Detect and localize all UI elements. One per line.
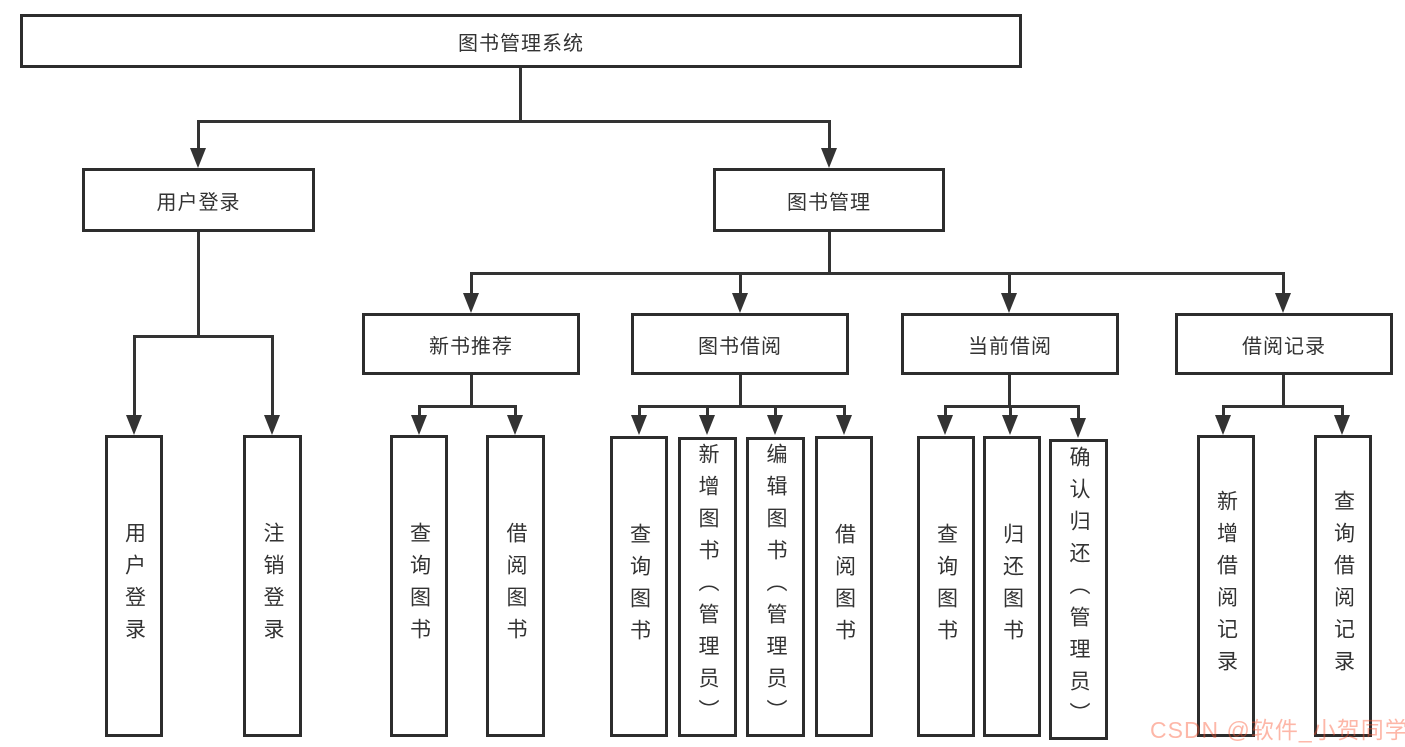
leaf-br-add-record: 新增借阅记录: [1197, 435, 1255, 737]
leaf-label: 归还图书: [1000, 522, 1024, 651]
connector-br-add-shaft: [1222, 405, 1225, 417]
arrow-br-query: [1334, 415, 1350, 435]
node-book-management: 图书管理: [713, 168, 945, 232]
connector-user-login-bar: [133, 335, 273, 338]
arrow-nb-query: [411, 415, 427, 435]
leaf-logout: 注销登录: [243, 435, 302, 737]
connector-br-query-shaft: [1341, 405, 1344, 417]
leaf-bb-borrow-books: 借阅图书: [815, 436, 873, 737]
node-book-borrowing: 图书借阅: [631, 313, 849, 375]
connector-user-login-stub: [197, 232, 200, 335]
connector-login-shaft: [133, 335, 136, 417]
leaf-label: 查询借阅记录: [1331, 490, 1355, 682]
connector-new-book-shaft: [470, 272, 473, 295]
connector-bb-query-shaft: [638, 405, 641, 417]
connector-new-book-bar: [418, 405, 517, 408]
node-user-login: 用户登录: [82, 168, 315, 232]
leaf-nb-query-books: 查询图书: [390, 435, 448, 737]
arrow-bb-edit: [767, 415, 783, 435]
leaf-label: 借阅图书: [832, 522, 856, 651]
arrow-new-book: [463, 293, 479, 313]
arrow-bb-query: [631, 415, 647, 435]
leaf-cb-return-books: 归还图书: [983, 436, 1041, 737]
connector-borrow-records-bar: [1222, 405, 1343, 408]
arrow-logout: [264, 415, 280, 435]
connector-cb-return-shaft: [1009, 405, 1012, 417]
connector-nb-query-shaft: [418, 405, 421, 417]
connector-current-borrow-bar: [944, 405, 1080, 408]
connector-book-mgmt-shaft: [828, 120, 831, 152]
arrow-cb-confirm: [1070, 418, 1086, 438]
connector-bb-borrow-shaft: [843, 405, 846, 417]
connector-current-borrow-stub: [1008, 375, 1011, 405]
leaf-label: 注销登录: [261, 522, 284, 650]
leaf-label: 编辑图书（管理员）: [764, 443, 787, 731]
leaf-bb-query-books: 查询图书: [610, 436, 668, 737]
connector-borrow-records-stub: [1282, 375, 1285, 405]
connector-book-borrow-stub: [739, 375, 742, 405]
arrow-cb-query: [937, 415, 953, 435]
leaf-label: 新增借阅记录: [1214, 490, 1238, 682]
leaf-label: 借阅图书: [504, 522, 527, 650]
connector-cb-confirm-shaft: [1077, 405, 1080, 420]
leaf-label: 用户登录: [122, 522, 146, 650]
node-borrowing-records: 借阅记录: [1175, 313, 1393, 375]
connector-nb-borrow-shaft: [514, 405, 517, 417]
connector-user-login-shaft: [197, 120, 200, 152]
connector-level3-bar: [470, 272, 1285, 275]
leaf-cb-confirm-return-admin: 确认归还（管理员）: [1049, 439, 1108, 740]
connector-current-borrow-shaft: [1008, 272, 1011, 295]
node-current-borrowing: 当前借阅: [901, 313, 1119, 375]
arrow-cb-return: [1002, 415, 1018, 435]
connector-bb-add-shaft: [706, 405, 709, 417]
arrow-bb-borrow: [836, 415, 852, 435]
connector-bb-edit-shaft: [774, 405, 777, 417]
connector-cb-query-shaft: [944, 405, 947, 417]
leaf-bb-add-books-admin: 新增图书（管理员）: [678, 437, 737, 737]
arrow-bb-add: [699, 415, 715, 435]
arrow-book-borrow: [732, 293, 748, 313]
arrow-login: [126, 415, 142, 435]
connector-book-mgmt-stub: [828, 232, 831, 272]
arrow-nb-borrow: [507, 415, 523, 435]
leaf-label: 确认归还（管理员）: [1067, 445, 1090, 734]
arrow-user-login: [190, 148, 206, 168]
leaf-user-login: 用户登录: [105, 435, 163, 737]
leaf-bb-edit-books-admin: 编辑图书（管理员）: [746, 437, 805, 737]
connector-borrow-records-shaft: [1282, 272, 1285, 295]
leaf-nb-borrow-books: 借阅图书: [486, 435, 545, 737]
connector-new-book-stub: [470, 375, 473, 405]
arrow-borrow-records: [1275, 293, 1291, 313]
csdn-watermark: CSDN @软件_小贺同学: [1150, 717, 1405, 743]
leaf-label: 查询图书: [934, 522, 958, 651]
arrow-br-add: [1215, 415, 1231, 435]
connector-logout-shaft: [271, 335, 274, 417]
connector-root-stub: [519, 68, 522, 120]
arrow-book-mgmt: [821, 148, 837, 168]
leaf-label: 新增图书（管理员）: [696, 443, 719, 731]
leaf-label: 查询图书: [407, 522, 431, 650]
node-library-management-system: 图书管理系统: [20, 14, 1022, 68]
connector-book-borrow-shaft: [739, 272, 742, 295]
leaf-br-query-record: 查询借阅记录: [1314, 435, 1372, 737]
connector-book-borrow-bar: [638, 405, 846, 408]
connector-level2-bar: [197, 120, 831, 123]
leaf-label: 查询图书: [627, 522, 651, 651]
arrow-current-borrow: [1001, 293, 1017, 313]
node-new-book-recommend: 新书推荐: [362, 313, 580, 375]
leaf-cb-query-books: 查询图书: [917, 436, 975, 737]
